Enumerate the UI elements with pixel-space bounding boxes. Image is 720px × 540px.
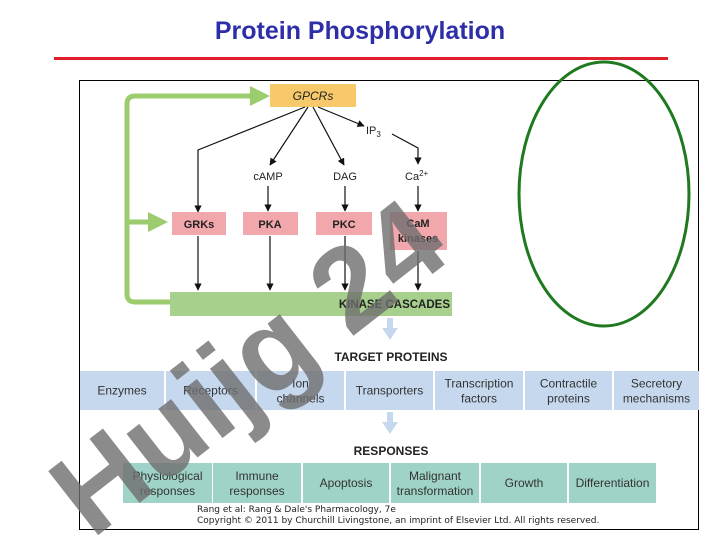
kinase-cascade-label: KINASE CASCADES	[339, 299, 451, 311]
target-protein-box	[525, 371, 612, 410]
response-label: Growth	[505, 476, 544, 490]
slide-title: Protein Phosphorylation	[214, 17, 506, 45]
target-protein-label: Ion	[292, 377, 309, 391]
target-protein-box	[257, 371, 344, 410]
camp-label: cAMP	[253, 171, 282, 183]
calcium-label: Ca2+	[405, 169, 429, 183]
response-label: responses	[140, 484, 195, 498]
dag-label: DAG	[333, 171, 357, 183]
response-label: Physiological	[132, 469, 202, 483]
response-label: transformation	[397, 484, 474, 498]
credit-line-2: Copyright © 2011 by Churchill Livingston…	[197, 516, 600, 526]
pka-label: PKA	[258, 219, 281, 231]
cam-kinases-label-line2: kinases	[398, 233, 438, 245]
target-protein-label: factors	[461, 392, 497, 406]
response-label: Malignant	[409, 469, 462, 483]
pkc-label: PKC	[332, 219, 355, 231]
target-protein-label: mechanisms	[623, 392, 690, 406]
gpcr-box	[270, 84, 356, 107]
target-protein-box	[435, 371, 523, 410]
cam-kinases-box	[390, 212, 447, 250]
messenger-arrows	[264, 186, 422, 212]
response-box	[391, 463, 479, 503]
annotation-ellipse	[517, 60, 691, 328]
target-protein-label: Secretory	[631, 377, 682, 391]
response-box	[123, 463, 212, 503]
response-box	[481, 463, 567, 503]
response-label: Immune	[235, 469, 279, 483]
kinase-arrows	[194, 236, 422, 291]
response-label: responses	[229, 484, 284, 498]
target-protein-box	[614, 371, 699, 410]
response-box	[303, 463, 389, 503]
target-protein-label: proteins	[547, 392, 590, 406]
responses-heading: RESPONSES	[354, 444, 429, 458]
target-protein-label: Transcription	[445, 377, 514, 391]
target-proteins-heading: TARGET PROTEINS	[334, 350, 447, 364]
target-protein-box	[80, 371, 164, 410]
cam-kinases-label-line1: CaM	[406, 218, 429, 230]
response-box	[213, 463, 301, 503]
response-box	[569, 463, 656, 503]
target-protein-box	[346, 371, 433, 410]
ip3-label: IP3	[366, 125, 381, 139]
down-arrow-targets	[382, 318, 398, 340]
pka-box	[243, 212, 298, 235]
figure-frame	[79, 80, 699, 530]
grks-box	[172, 212, 226, 235]
target-protein-label: Enzymes	[97, 384, 146, 398]
feedback-loop-arrow	[124, 86, 270, 305]
response-label: Differentiation	[576, 476, 650, 490]
title-underline	[54, 57, 668, 60]
grks-label: GRKs	[184, 219, 215, 231]
kinase-cascade-bar	[170, 292, 452, 316]
gpcr-label: GPCRs	[293, 89, 334, 103]
target-protein-box	[166, 371, 255, 410]
gpcr-fan-arrows	[194, 106, 422, 213]
target-protein-label: channels	[276, 392, 324, 406]
target-protein-label: Receptors	[183, 384, 238, 398]
down-arrow-responses	[382, 412, 398, 434]
target-protein-label: Transporters	[356, 384, 424, 398]
response-label: Apoptosis	[320, 476, 373, 490]
response-row: PhysiologicalresponsesImmuneresponsesApo…	[123, 463, 656, 503]
credit-line-1: Rang et al: Rang & Dale's Pharmacology, …	[197, 505, 396, 515]
target-protein-label: Contractile	[540, 377, 598, 391]
pkc-box	[316, 212, 372, 235]
